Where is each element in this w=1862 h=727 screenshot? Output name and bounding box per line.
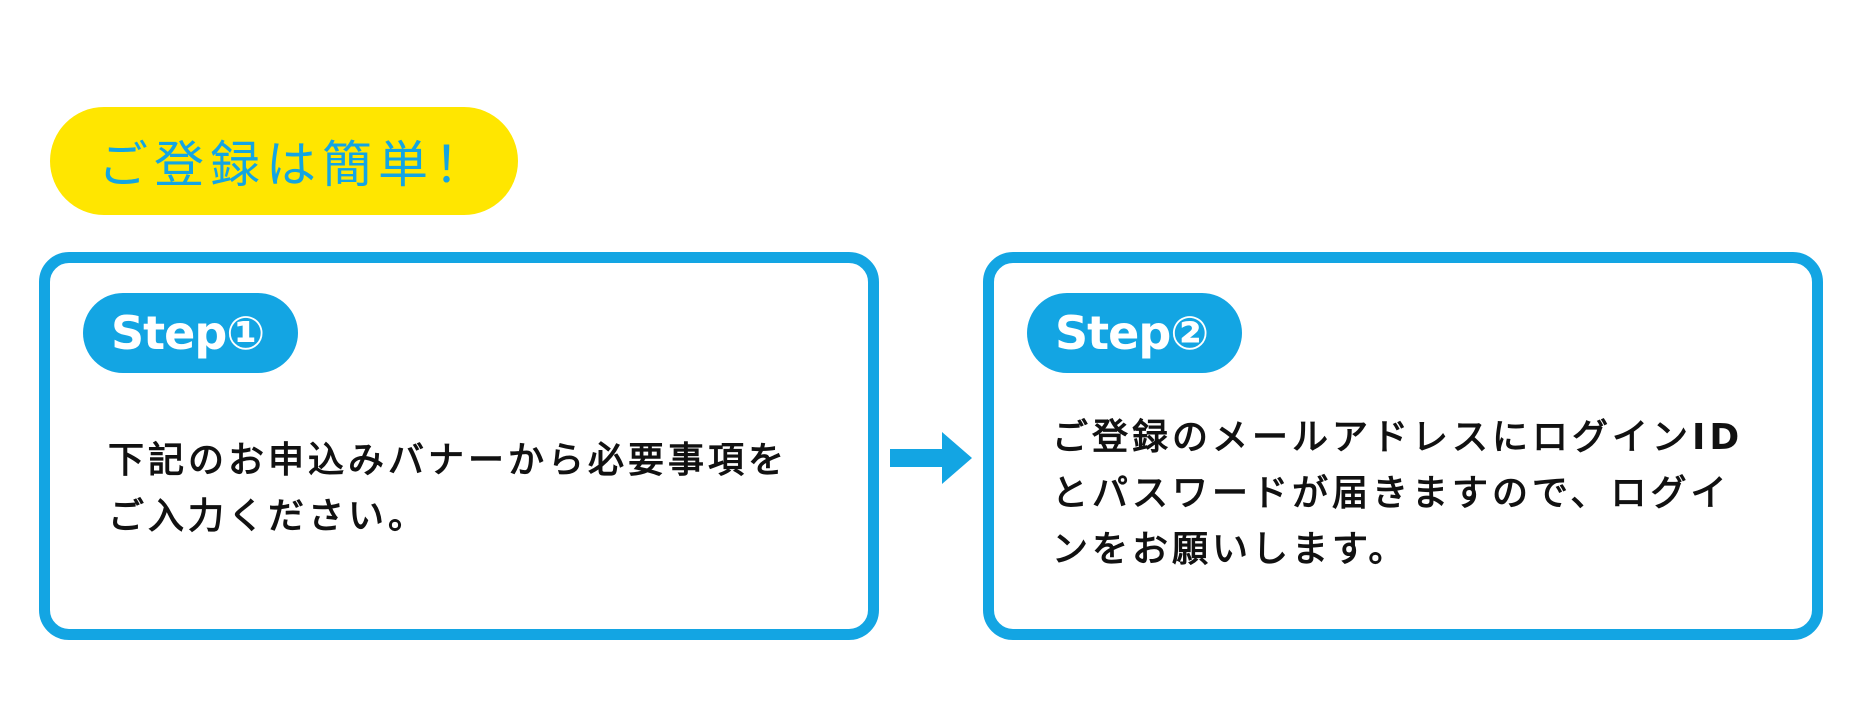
step-2-line-2: とパスワードが届きますので、ログイ	[1052, 473, 1731, 514]
headline-text: ご登録は簡単！	[98, 136, 490, 194]
step-2-card: Step② ご登録のメールアドレスにログインID とパスワードが届きますので、ロ…	[983, 252, 1823, 640]
step-2-line-1: ご登録のメールアドレスにログインID	[1052, 417, 1744, 458]
step-2-description: ご登録のメールアドレスにログインID とパスワードが届きますので、ログイ ンをお…	[1052, 410, 1792, 578]
step-2-line-3: ンをお願いします。	[1052, 529, 1409, 570]
step-1-line-2: ご入力ください。	[108, 496, 429, 537]
headline-badge: ご登録は簡単！	[50, 107, 518, 215]
step-1-badge: Step①	[83, 293, 298, 373]
step-1-line-1: 下記のお申込みバナーから必要事項を	[108, 440, 789, 481]
step-1-description: 下記のお申込みバナーから必要事項を ご入力ください。	[108, 433, 848, 545]
arrow-right-icon	[890, 432, 972, 484]
step-2-badge: Step②	[1027, 293, 1242, 373]
step-1-card: Step① 下記のお申込みバナーから必要事項を ご入力ください。	[39, 252, 879, 640]
